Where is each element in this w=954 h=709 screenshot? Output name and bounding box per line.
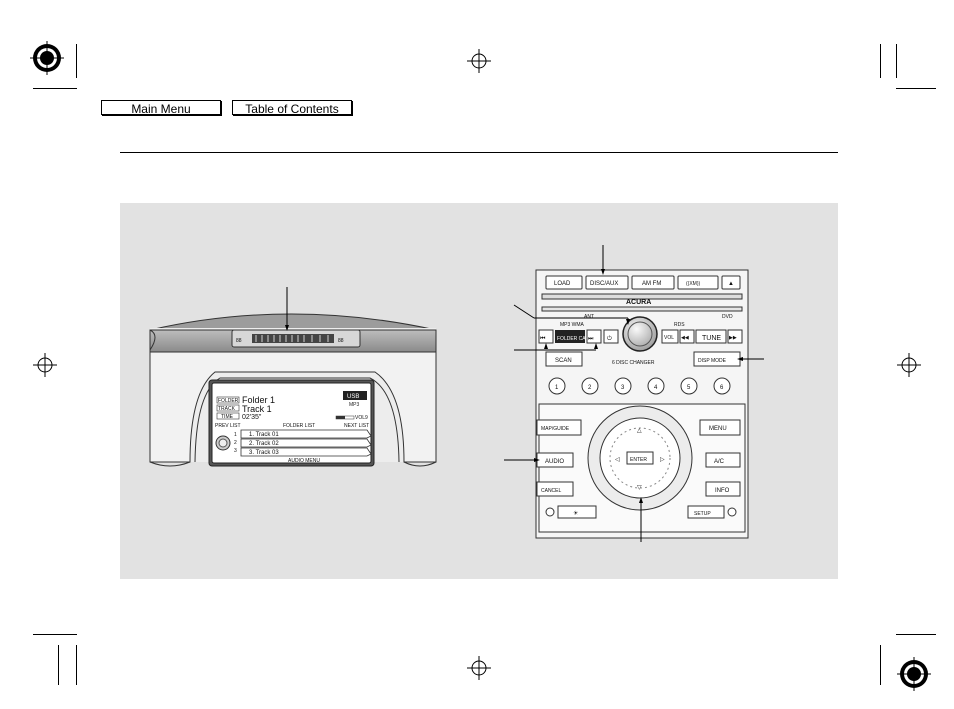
- dial-up-icon: △: [637, 428, 642, 434]
- eject-button[interactable]: ▲: [728, 281, 734, 287]
- preset-4-button[interactable]: 4: [654, 385, 658, 391]
- skip-forward-button[interactable]: ⏭: [588, 336, 594, 342]
- indicator-dot-right: [727, 507, 737, 517]
- folder-tag: FOLDER: [218, 398, 239, 404]
- xm-button[interactable]: ((XM)): [686, 281, 700, 287]
- dial-down-icon: ▽: [637, 485, 642, 491]
- setup-button[interactable]: SETUP: [694, 511, 711, 517]
- ac-button[interactable]: A/C: [714, 459, 725, 465]
- volume-value: 9: [365, 415, 368, 421]
- track-list-item-1[interactable]: 1. Track 01: [249, 432, 279, 438]
- crosshair-right: [897, 353, 921, 377]
- dial-left-icon: ◁: [615, 457, 620, 463]
- band-left-indicator: 88: [236, 338, 242, 344]
- sunburst-target-bottom-right: [897, 657, 931, 691]
- enter-button[interactable]: ENTER: [630, 457, 647, 463]
- preset-1-button[interactable]: 1: [555, 385, 559, 391]
- navigation-screen: FOLDER Folder 1 TRACK Track 1 TIME 02'35…: [208, 379, 375, 467]
- dial-right-icon: ▷: [660, 457, 665, 463]
- preset-6-button[interactable]: 6: [720, 385, 724, 391]
- time-value: 02'35": [242, 414, 262, 421]
- disc-changer-label: 6 DISC CHANGER: [612, 360, 655, 366]
- source-sub-label: MP3: [349, 402, 360, 408]
- header-rule: [120, 152, 838, 153]
- sat-indicator: ANT: [584, 314, 594, 320]
- preset-3-button[interactable]: 3: [621, 385, 625, 391]
- crosshair-top: [467, 49, 491, 73]
- disc-aux-button[interactable]: DISC/AUX: [590, 281, 618, 287]
- track-list-item-2[interactable]: 2. Track 02: [249, 441, 279, 447]
- next-list-softkey[interactable]: NEXT LIST: [344, 423, 369, 429]
- list-number-1: 1: [234, 432, 237, 438]
- preset-2-button[interactable]: 2: [588, 385, 592, 391]
- brand-logo: ACURA: [626, 299, 651, 306]
- vol-label: VOL: [664, 335, 674, 341]
- main-menu-button[interactable]: Main Menu: [101, 100, 221, 116]
- power-button[interactable]: ⏻: [607, 335, 612, 342]
- tune-up-button[interactable]: ▶▶: [729, 335, 737, 341]
- time-tag: TIME: [221, 414, 234, 420]
- mp3-wma-indicator: MP3 WMA: [560, 322, 585, 328]
- crosshair-left: [33, 353, 57, 377]
- crosshair-bottom: [467, 656, 491, 680]
- map-guide-button[interactable]: MAP/GUIDE: [541, 426, 570, 432]
- display-segments: [252, 334, 334, 343]
- info-button[interactable]: INFO: [715, 488, 730, 494]
- segment-ticks: [255, 335, 329, 342]
- upper-display: 88 88: [231, 329, 361, 348]
- list-number-3: 3: [234, 448, 237, 454]
- track-tag: TRACK: [218, 406, 236, 412]
- source-badge-label: USB: [347, 394, 359, 400]
- am-fm-button[interactable]: AM FM: [642, 281, 661, 287]
- volume-label: VOL: [355, 415, 365, 421]
- load-button[interactable]: LOAD: [554, 281, 571, 287]
- skip-back-button[interactable]: ⏮: [540, 336, 546, 342]
- band-right-indicator: 88: [338, 338, 344, 344]
- disp-mode-button[interactable]: DISP MODE: [698, 358, 727, 364]
- track-list-item-3[interactable]: 3. Track 03: [249, 450, 279, 456]
- scan-button[interactable]: SCAN: [555, 358, 572, 364]
- callout-lines: [504, 245, 764, 542]
- preset-buttons: 1 2 3 4 5 6: [548, 377, 731, 395]
- track-value: Track 1: [242, 404, 272, 414]
- callout-arrowheads: [534, 269, 743, 503]
- sunburst-target-top-left: [30, 41, 64, 75]
- preset-5-button[interactable]: 5: [687, 385, 691, 391]
- folder-category-button[interactable]: FOLDER CATEGORY: [557, 336, 607, 342]
- menu-button[interactable]: MENU: [709, 426, 727, 432]
- audio-button[interactable]: AUDIO: [545, 459, 564, 465]
- volume-bar-fill: [336, 416, 345, 419]
- folder-value: Folder 1: [242, 395, 275, 405]
- prev-list-softkey[interactable]: PREV LIST: [215, 423, 241, 429]
- dvd-indicator: DVD: [722, 314, 733, 320]
- rds-indicator: RDS: [674, 322, 685, 328]
- folder-list-softkey[interactable]: FOLDER LIST: [283, 423, 315, 429]
- cancel-button[interactable]: CANCEL: [541, 488, 562, 494]
- table-of-contents-button[interactable]: Table of Contents: [232, 100, 352, 116]
- list-number-2: 2: [234, 440, 237, 446]
- tune-down-button[interactable]: ◀◀: [681, 335, 689, 341]
- tune-button[interactable]: TUNE: [702, 335, 721, 342]
- source-badge: [343, 391, 367, 400]
- indicator-dot-left: [545, 507, 555, 517]
- brightness-button[interactable]: ☀: [573, 510, 578, 517]
- callout-volume: [513, 304, 535, 319]
- center-console: LOAD DISC/AUX AM FM ((XM)) ▲ ACURA MP3 W…: [535, 269, 749, 539]
- audio-menu-softkey[interactable]: AUDIO MENU: [288, 458, 320, 464]
